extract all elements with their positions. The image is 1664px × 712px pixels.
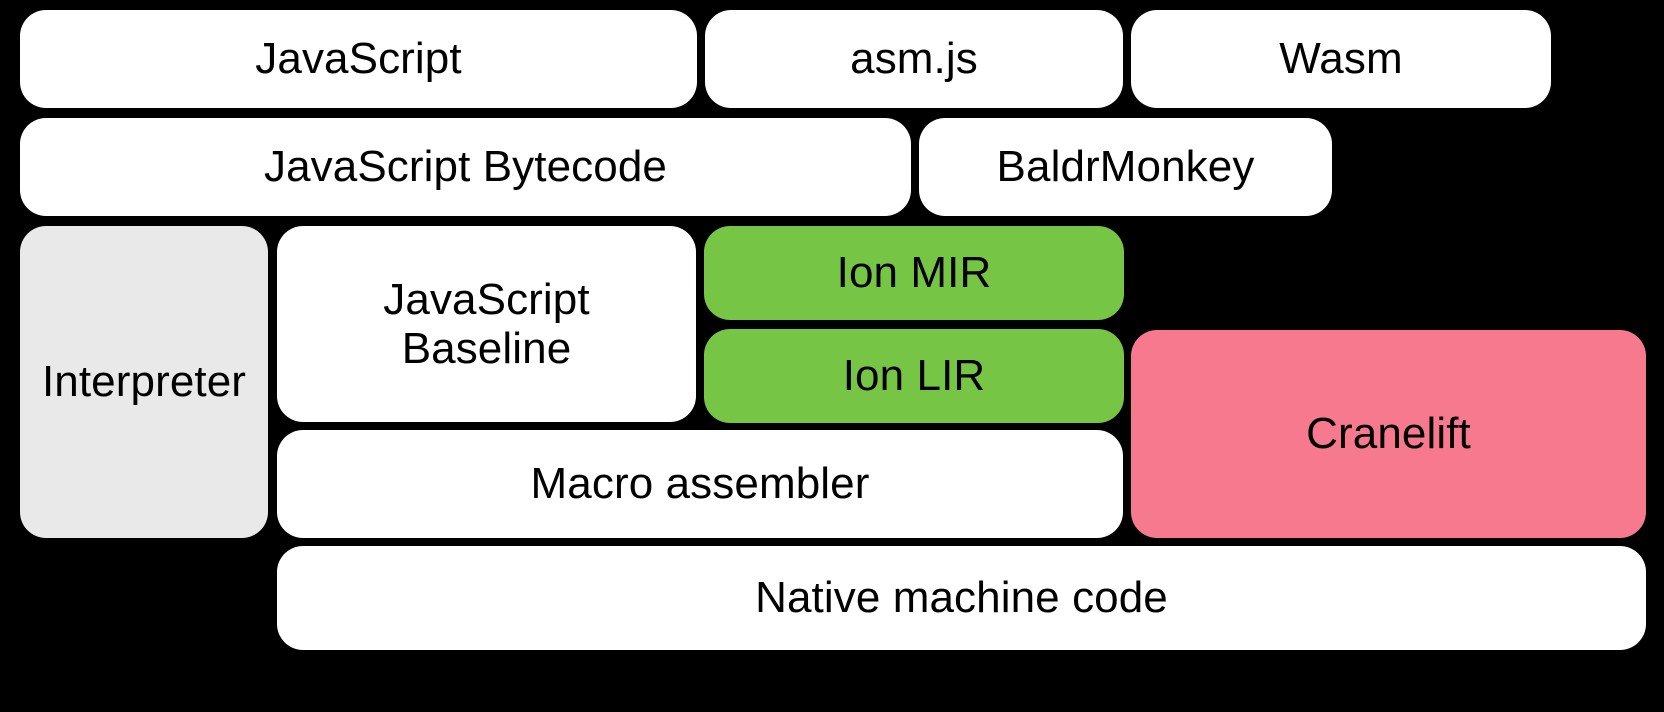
node-cranelift: Cranelift (1131, 330, 1646, 538)
node-interpreter: Interpreter (20, 226, 268, 538)
node-javascript-baseline: JavaScript Baseline (277, 226, 696, 422)
node-javascript: JavaScript (20, 10, 697, 108)
node-native-machine-code: Native machine code (277, 546, 1646, 650)
node-baldrmonkey: BaldrMonkey (919, 118, 1332, 216)
node-ion-lir: Ion LIR (704, 329, 1124, 423)
node-javascript-bytecode: JavaScript Bytecode (20, 118, 911, 216)
node-wasm: Wasm (1131, 10, 1551, 108)
node-asm-js: asm.js (705, 10, 1123, 108)
node-ion-mir: Ion MIR (704, 226, 1124, 320)
node-macro-assembler: Macro assembler (277, 430, 1123, 538)
